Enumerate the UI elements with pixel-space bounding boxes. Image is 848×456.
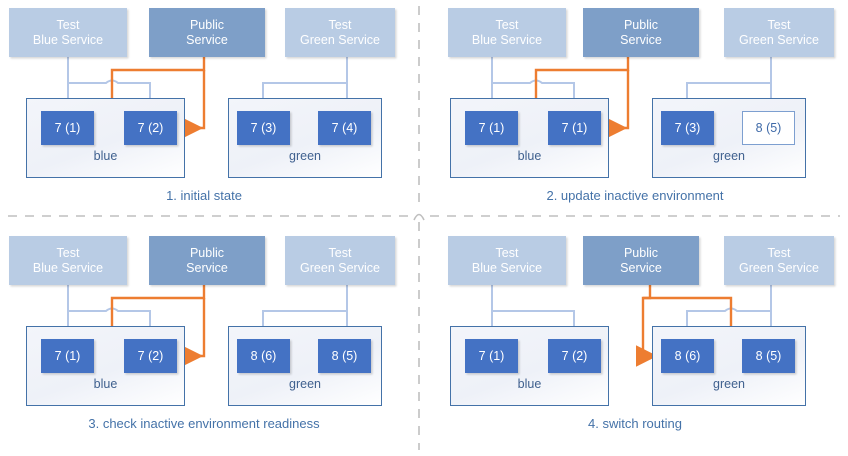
instance-box[interactable]: 7 (1) xyxy=(465,111,518,145)
instance-label: 7 (1) xyxy=(478,121,505,135)
instance-box[interactable]: 7 (1) xyxy=(465,339,518,373)
panel-caption: 3. check inactive environment readiness xyxy=(88,416,320,431)
instance-label: 8 (5) xyxy=(331,349,358,363)
instance-label: 8 (5) xyxy=(755,349,782,363)
instance-label: 7 (3) xyxy=(674,121,701,135)
instance-box[interactable]: 7 (2) xyxy=(124,339,177,373)
instance-label: 7 (1) xyxy=(54,349,81,363)
instance-box-pending[interactable]: 8 (5) xyxy=(742,111,795,145)
environment-blue-label: blue xyxy=(93,377,118,391)
instance-label: 7 (1) xyxy=(478,349,505,363)
instance-box[interactable]: 7 (2) xyxy=(124,111,177,145)
instance-box[interactable]: 7 (2) xyxy=(548,339,601,373)
instance-label: 7 (2) xyxy=(561,349,588,363)
panel-dividers xyxy=(8,6,840,450)
instance-box[interactable]: 8 (6) xyxy=(237,339,290,373)
instance-label: 7 (1) xyxy=(54,121,81,135)
instance-label: 7 (4) xyxy=(331,121,358,135)
environment-blue-label: blue xyxy=(517,149,542,163)
instance-label: 8 (5) xyxy=(755,121,782,135)
environment-blue-label: blue xyxy=(517,377,542,391)
instance-box[interactable]: 8 (5) xyxy=(318,339,371,373)
panel-caption: 2. update inactive environment xyxy=(546,188,724,203)
instance-box[interactable]: 8 (5) xyxy=(742,339,795,373)
instance-box[interactable]: 7 (4) xyxy=(318,111,371,145)
instance-label: 7 (1) xyxy=(561,121,588,135)
environment-green-label: green xyxy=(289,377,321,391)
environment-green-label: green xyxy=(713,377,745,391)
instance-box[interactable]: 7 (1) xyxy=(548,111,601,145)
instance-label: 7 (2) xyxy=(137,349,164,363)
instance-label: 7 (3) xyxy=(250,121,277,135)
instance-box[interactable]: 7 (3) xyxy=(661,111,714,145)
environment-green-label: green xyxy=(713,149,745,163)
panel-1-connectors xyxy=(66,57,363,139)
environment-blue-label: blue xyxy=(93,149,118,163)
instance-box[interactable]: 7 (3) xyxy=(237,111,290,145)
instance-box[interactable]: 8 (6) xyxy=(661,339,714,373)
instance-label: 7 (2) xyxy=(137,121,164,135)
instance-box[interactable]: 7 (1) xyxy=(41,111,94,145)
panel-caption: 1. initial state xyxy=(166,188,242,203)
instance-label: 8 (6) xyxy=(674,349,701,363)
instance-label: 8 (6) xyxy=(250,349,277,363)
instance-box[interactable]: 7 (1) xyxy=(41,339,94,373)
environment-green-label: green xyxy=(289,149,321,163)
panel-caption: 4. switch routing xyxy=(588,416,682,431)
